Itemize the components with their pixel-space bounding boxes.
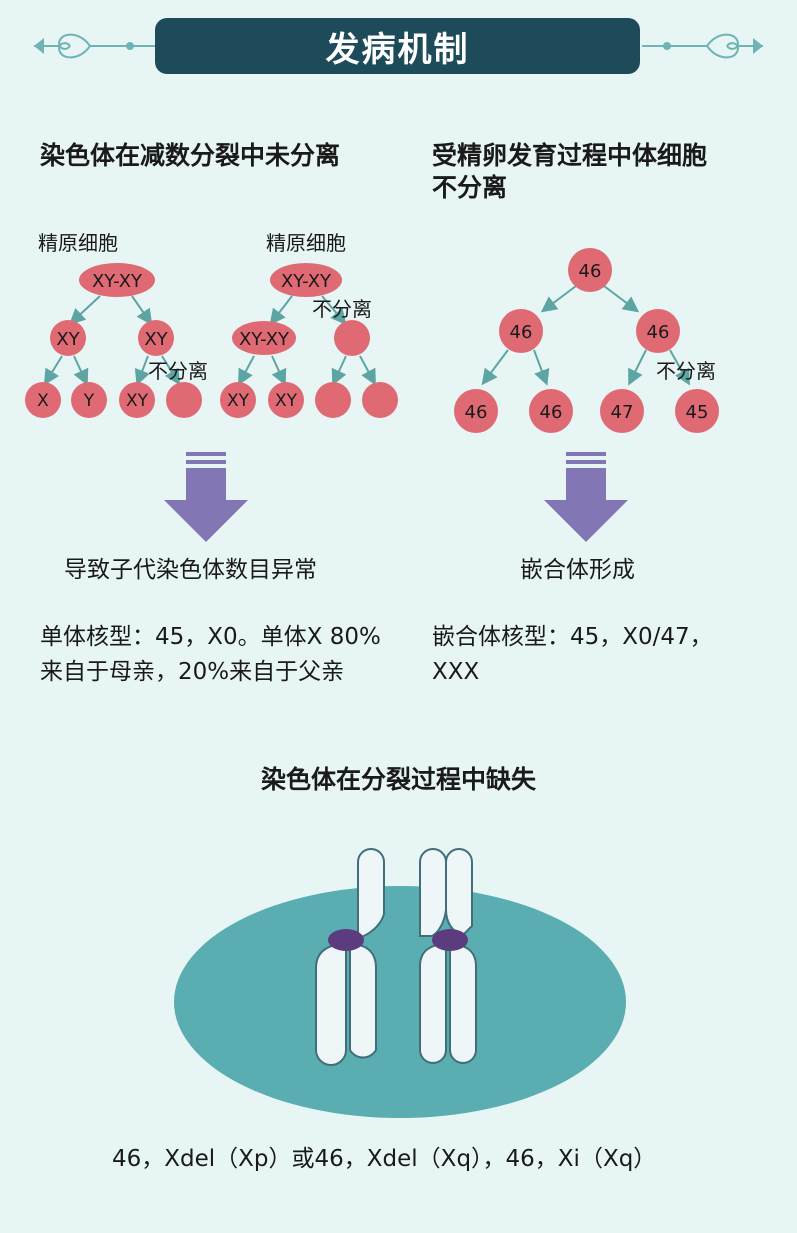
section2-heading-line1: 受精卵发育过程中体细胞 xyxy=(432,141,708,170)
section3-caption: 46，Xdel（Xp）或46，Xdel（Xq），46，Xi（Xq） xyxy=(112,1146,657,1172)
tree-a-leaf-3-label: XY xyxy=(126,391,149,411)
nondisjunction-diagram: 精原细胞 XY-XY XY XY 不分离 X Y XY 精原细胞 xyxy=(25,231,719,433)
tree-a-note: 不分离 xyxy=(148,359,208,383)
right-ornament-icon xyxy=(642,33,763,59)
tree-b-leaf-4 xyxy=(362,382,398,418)
section1-result: 导致子代染色体数目异常 xyxy=(64,557,317,583)
tree-b-root-cell xyxy=(270,263,342,297)
tree-b-left-cell xyxy=(232,321,296,355)
section1-karyotype-line2: 来自于母亲，20%来自于父亲 xyxy=(40,659,345,685)
tree-b-leaf-2 xyxy=(268,382,304,418)
section2-result: 嵌合体形成 xyxy=(520,557,635,583)
section1-heading: 染色体在减数分裂中未分离 xyxy=(40,141,341,170)
tree-b-left-label: XY-XY xyxy=(239,329,290,350)
tree-a-leaf-2-label: Y xyxy=(83,391,95,411)
tree-c-leaf-2-label: 46 xyxy=(540,402,563,423)
tree-c-leaf-1 xyxy=(454,389,498,433)
section2-karyotype-line1: 嵌合体核型：45，X0/47， xyxy=(432,624,713,650)
section2-karyotype-line2: XXX xyxy=(432,659,480,685)
left-ornament-icon xyxy=(34,33,155,59)
tree-b-leaf-3 xyxy=(315,382,351,418)
chromosome-illustration xyxy=(174,848,626,1118)
tree-c-right-label: 46 xyxy=(647,322,670,343)
tree-a-left-cell xyxy=(50,320,86,356)
tree-a-leaf-4 xyxy=(166,382,202,418)
page-title: 发病机制 xyxy=(155,18,640,74)
tree-b-root-label: XY-XY xyxy=(281,271,332,292)
chromosome-right xyxy=(419,848,477,1064)
tree-b-leaf-2-label: XY xyxy=(275,391,298,411)
tree-c-left-cell xyxy=(499,309,543,353)
tree-a-left-label: XY xyxy=(56,329,80,350)
tree-a-leaf-2 xyxy=(71,382,107,418)
tree-c-root-label: 46 xyxy=(579,261,602,282)
tree-b: 精原细胞 XY-XY 不分离 XY-XY XY XY xyxy=(220,231,398,418)
section3-heading: 染色体在分裂过程中缺失 xyxy=(260,765,536,794)
tree-c-leaf-3 xyxy=(600,389,644,433)
tree-a: 精原细胞 XY-XY XY XY 不分离 X Y XY xyxy=(25,231,208,418)
centromere-right xyxy=(432,929,468,951)
tree-c-right-cell xyxy=(636,309,680,353)
tree-c-leaf-2 xyxy=(529,389,573,433)
tree-a-root-label: XY-XY xyxy=(92,271,143,292)
tree-b-leaf-1 xyxy=(220,382,256,418)
section2-heading-line2: 不分离 xyxy=(432,173,508,202)
centromere-left xyxy=(328,929,364,951)
tree-b-label: 精原细胞 xyxy=(266,231,346,255)
down-arrow-left-icon xyxy=(164,452,248,542)
tree-c-note: 不分离 xyxy=(656,359,716,383)
tree-a-right-cell xyxy=(138,320,174,356)
tree-a-label: 精原细胞 xyxy=(38,231,118,255)
tree-c-leaf-4-label: 45 xyxy=(686,402,709,423)
tree-c-leaf-3-label: 47 xyxy=(611,402,634,423)
tree-c: 46 46 46 不分离 46 46 47 45 xyxy=(454,248,719,433)
tree-a-leaf-3 xyxy=(119,382,155,418)
chromosome-left xyxy=(315,848,385,1066)
tree-c-left-label: 46 xyxy=(510,322,533,343)
tree-a-leaf-1 xyxy=(25,382,61,418)
cell-ellipse xyxy=(174,886,626,1118)
tree-b-right-cell xyxy=(334,320,370,356)
down-arrow-right-icon xyxy=(544,452,628,542)
tree-a-leaf-1-label: X xyxy=(37,391,49,411)
tree-c-root-cell xyxy=(568,248,612,292)
tree-c-leaf-1-label: 46 xyxy=(465,402,488,423)
section1-karyotype-line1: 单体核型：45，X0。单体X 80% xyxy=(40,624,381,650)
tree-a-right-label: XY xyxy=(144,329,168,350)
tree-a-root-cell xyxy=(79,263,155,297)
tree-b-note: 不分离 xyxy=(312,297,372,321)
tree-b-leaf-1-label: XY xyxy=(227,391,250,411)
tree-c-leaf-4 xyxy=(675,389,719,433)
